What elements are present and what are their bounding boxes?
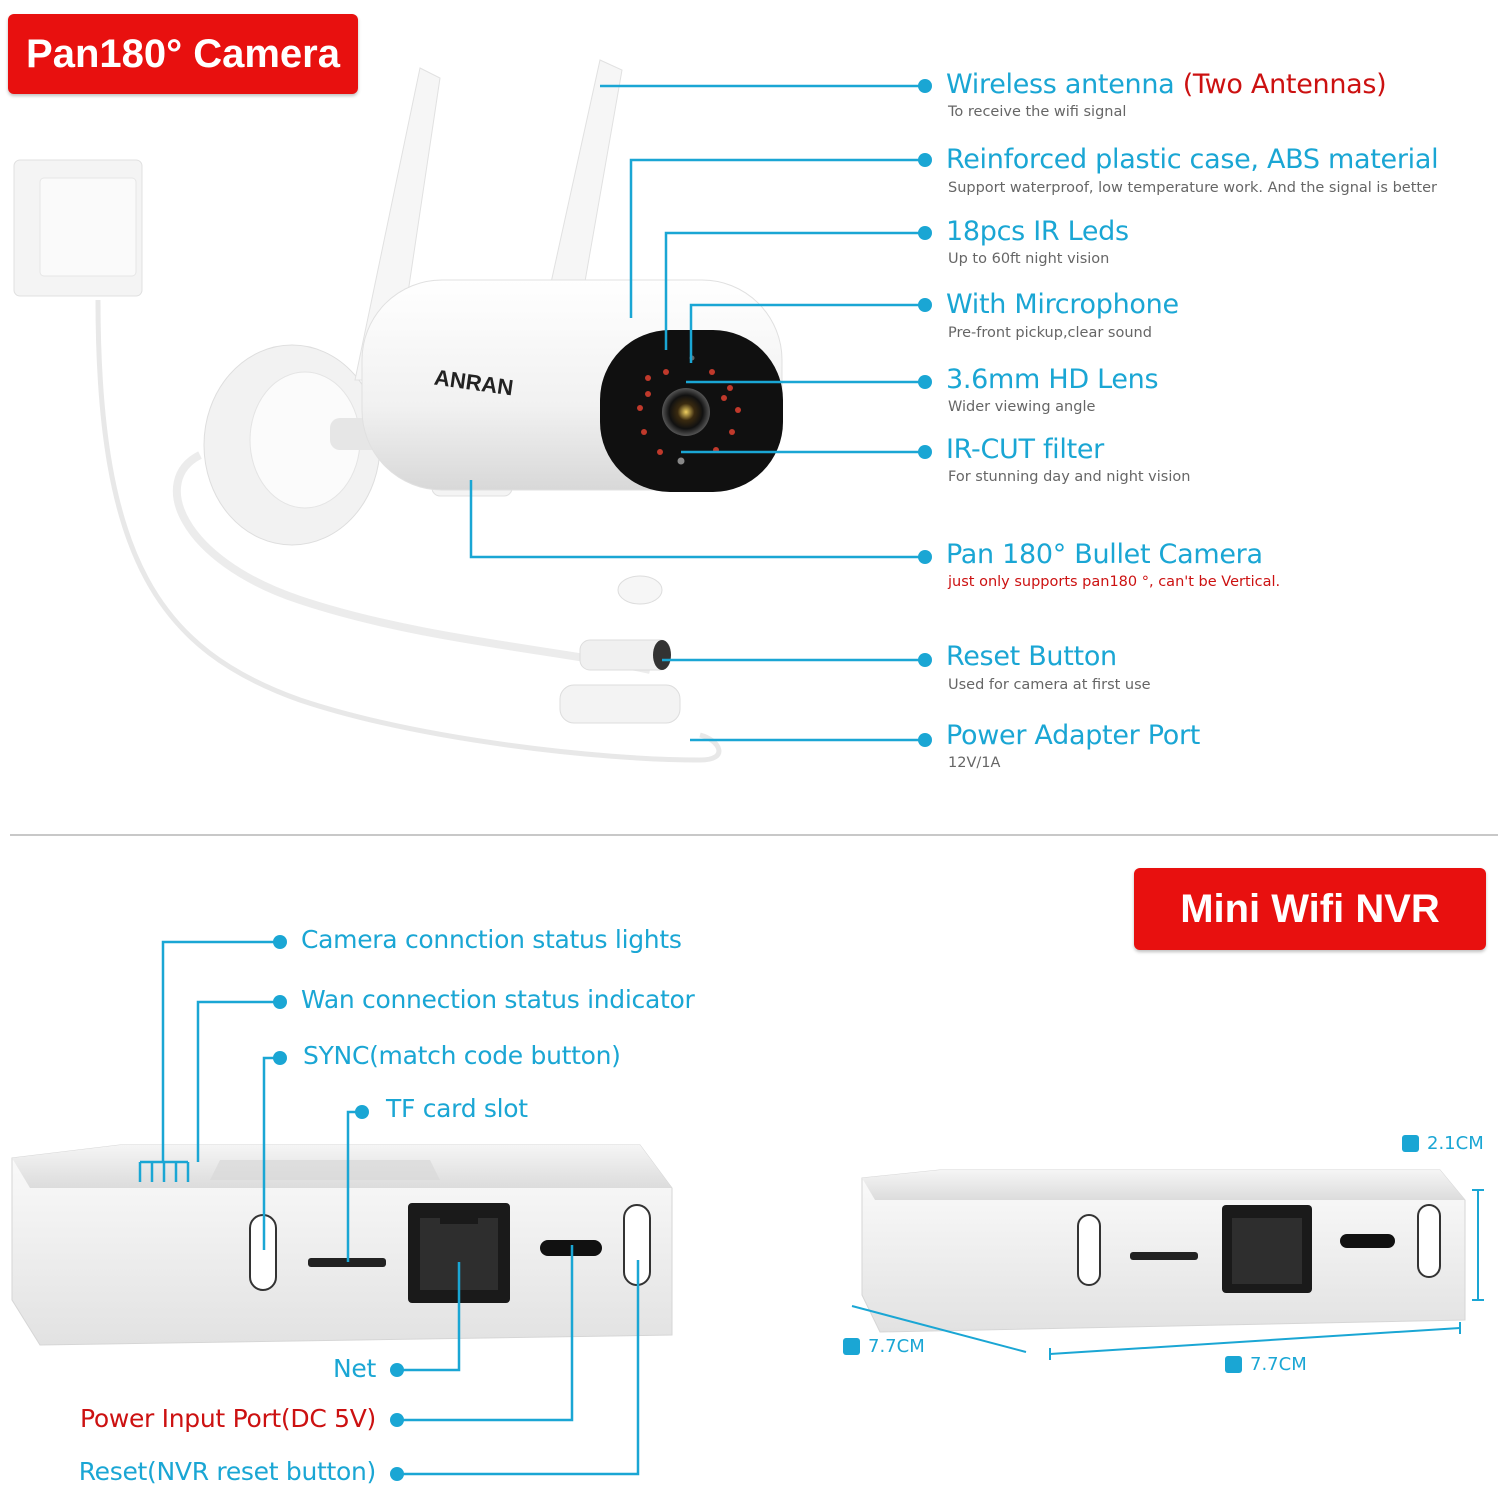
nvr-badge: Mini Wifi NVR bbox=[1134, 868, 1486, 950]
dimension-depth: 7.7CM bbox=[843, 1336, 925, 1357]
feature-power-port-title: Power Adapter Port bbox=[946, 720, 1201, 751]
dimension-width-marker bbox=[1225, 1356, 1242, 1373]
dimension-depth-marker bbox=[843, 1338, 860, 1355]
nvr-label-reset: Reset(NVR reset button) bbox=[78, 1457, 377, 1486]
feature-bullet-camera-subtitle: just only supports pan180 °, can't be Ve… bbox=[948, 574, 1281, 590]
feature-ir-cut-title: IR-CUT filter bbox=[946, 434, 1104, 465]
dimension-height: 2.1CM bbox=[1402, 1133, 1484, 1154]
nvr-label-tf-slot: TF card slot bbox=[386, 1094, 528, 1123]
nvr-label-power-input: Power Input Port(DC 5V) bbox=[79, 1404, 376, 1433]
dimension-height-marker bbox=[1402, 1135, 1419, 1152]
dimension-depth-value: 7.7CM bbox=[868, 1336, 925, 1357]
nvr-front-illustration bbox=[11, 1144, 673, 1346]
feature-ir-cut-subtitle: For stunning day and night vision bbox=[948, 469, 1191, 485]
nvr-label-net: Net bbox=[333, 1354, 376, 1383]
feature-microphone-title: With Mircrophone bbox=[946, 289, 1179, 320]
camera-badge-label: Pan180° Camera bbox=[26, 31, 340, 76]
dimension-height-value: 2.1CM bbox=[1427, 1133, 1484, 1154]
nvr-dimension-illustration bbox=[861, 1169, 1466, 1333]
feature-case-subtitle: Support waterproof, low temperature work… bbox=[948, 180, 1437, 196]
feature-lens-subtitle: Wider viewing angle bbox=[948, 399, 1096, 415]
camera-leader-dots bbox=[918, 79, 932, 747]
dimension-lines bbox=[851, 1189, 1484, 1360]
camera-badge: Pan180° Camera bbox=[8, 14, 358, 94]
nvr-leader-dots bbox=[273, 935, 404, 1481]
nvr-badge-label: Mini Wifi NVR bbox=[1180, 886, 1440, 931]
feature-case-title: Reinforced plastic case, ABS material bbox=[946, 144, 1439, 175]
feature-wireless-antenna-title: Wireless antenna (Two Antennas) bbox=[946, 69, 1387, 100]
nvr-label-sync: SYNC(match code button) bbox=[303, 1041, 621, 1070]
feature-power-port-subtitle: 12V/1A bbox=[948, 755, 1001, 771]
feature-bullet-camera-title: Pan 180° Bullet Camera bbox=[946, 539, 1263, 570]
dimension-width: 7.7CM bbox=[1225, 1354, 1307, 1375]
camera-illustration bbox=[13, 59, 783, 763]
camera-leader-lines bbox=[469, 84, 925, 742]
dimension-width-value: 7.7CM bbox=[1250, 1354, 1307, 1375]
nvr-label-camera-status: Camera connction status lights bbox=[301, 925, 682, 954]
nvr-label-wan-status: Wan connection status indicator bbox=[301, 985, 695, 1014]
feature-microphone-subtitle: Pre-front pickup,clear sound bbox=[948, 325, 1152, 341]
feature-ir-leds-subtitle: Up to 60ft night vision bbox=[948, 251, 1110, 267]
feature-ir-leds-title: 18pcs IR Leds bbox=[946, 216, 1129, 247]
feature-lens-title: 3.6mm HD Lens bbox=[946, 364, 1159, 395]
feature-wireless-antenna-extra: (Two Antennas) bbox=[1182, 69, 1387, 100]
feature-wireless-antenna-subtitle: To receive the wifi signal bbox=[948, 104, 1127, 120]
feature-reset-button-title: Reset Button bbox=[946, 641, 1117, 672]
feature-reset-button-subtitle: Used for camera at first use bbox=[948, 677, 1151, 693]
